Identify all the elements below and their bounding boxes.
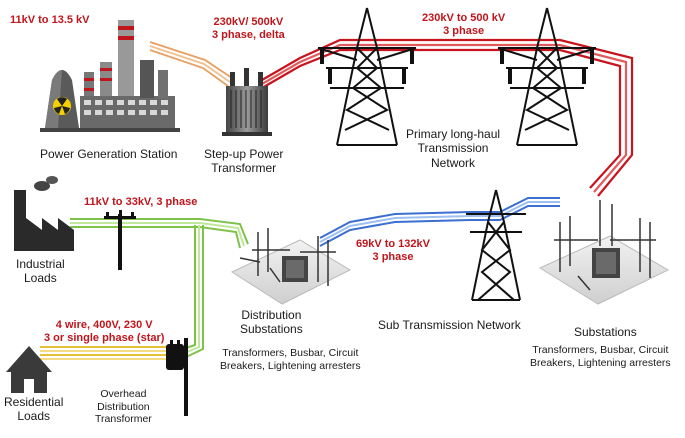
overhead-transformer-label: Overhead Distribution Transformer — [95, 388, 152, 426]
sub-transmission-voltage-label: 69kV to 132kV 3 phase — [356, 238, 430, 264]
residential-voltage-line-1: 4 wire, 400V, 230 V — [55, 319, 153, 331]
house-icon — [6, 346, 52, 393]
residential-loads-label: Residential Loads — [4, 395, 63, 424]
transmission-voltage-label: 230kV to 500 kV 3 phase — [422, 12, 505, 38]
residential-voltage-line-2: 3 or single phase (star) — [44, 332, 165, 345]
power-station-label: Power Generation Station — [40, 147, 178, 161]
distribution-sub-line-1: Distribution — [241, 308, 302, 322]
overhead-line-1: Overhead — [100, 388, 147, 400]
substation-icon — [538, 200, 670, 305]
primary-transmission-line — [261, 38, 634, 197]
industrial-line-1: Industrial — [16, 257, 65, 271]
transformer-icon — [222, 68, 272, 136]
residential-line-2: Loads — [17, 409, 51, 424]
distribution-sub-line-2: Substations — [240, 322, 303, 337]
transmission-tower-icon — [317, 7, 417, 146]
generation-link-line — [149, 41, 233, 87]
gen-voltage-label: 11kV to 13.5 kV — [10, 14, 90, 26]
substation-icon — [230, 228, 352, 305]
primary-network-line-2: Transmission — [417, 141, 489, 156]
transmission-tower-icon — [466, 189, 526, 301]
insulators — [320, 48, 414, 84]
distribution-detail-line-2: Breakers, Lightening arresters — [220, 359, 361, 372]
sub-voltage-line-1: 69kV to 132kV — [356, 238, 430, 250]
stepup-transformer-line-1: Step-up Power — [204, 147, 284, 161]
industrial-line-2: Loads — [24, 271, 57, 286]
utility-pole-icon — [166, 338, 188, 416]
factory-icon — [14, 176, 74, 251]
low-voltage-line — [40, 346, 172, 360]
residential-line-1: Residential — [4, 395, 64, 409]
stepup-transformer-line-2: Transformer — [211, 161, 277, 176]
primary-network-line-3: Network — [431, 155, 476, 170]
stepup-voltage-line-1: 230kV/ 500kV — [213, 16, 284, 28]
utility-pole-icon — [104, 210, 136, 270]
industrial-loads-label: Industrial Loads — [16, 257, 65, 286]
primary-network-label: Primary long-haul Transmission Network — [406, 127, 500, 170]
stepup-voltage-line-2: 3 phase, delta — [212, 29, 285, 42]
distribution-substations-label: Distribution Substations — [240, 308, 303, 337]
sub-transmission-line — [319, 197, 560, 247]
stepup-transformer-label: Step-up Power Transformer — [204, 147, 283, 176]
overhead-line-2: Distribution — [97, 400, 150, 413]
substations-details: Transformers, Busbar, Circuit Breakers, … — [530, 344, 671, 369]
distribution-substations-details: Transformers, Busbar, Circuit Breakers, … — [220, 347, 361, 372]
residential-voltage-label: 4 wire, 400V, 230 V 3 or single phase (s… — [44, 319, 164, 345]
substations-detail-line-2: Breakers, Lightening arresters — [530, 356, 671, 369]
primary-network-line-1: Primary long-haul — [406, 127, 501, 141]
sub-transmission-network-label: Sub Transmission Network — [378, 318, 521, 332]
transmission-voltage-line-1: 230kV to 500 kV — [422, 12, 506, 24]
nuclear-plant-icon — [40, 20, 180, 132]
overhead-line-3: Transformer — [95, 413, 152, 426]
transmission-tower-icon — [497, 7, 597, 146]
substations-detail-line-1: Transformers, Busbar, Circuit — [532, 344, 669, 356]
transmission-voltage-line-2: 3 phase — [443, 25, 485, 38]
distribution-detail-line-1: Transformers, Busbar, Circuit — [222, 347, 359, 359]
substations-label: Substations — [574, 325, 637, 339]
industrial-voltage-label: 11kV to 33kV, 3 phase — [84, 196, 198, 208]
sub-voltage-line-2: 3 phase — [372, 251, 414, 264]
stepup-voltage-label: 230kV/ 500kV 3 phase, delta — [212, 16, 285, 42]
